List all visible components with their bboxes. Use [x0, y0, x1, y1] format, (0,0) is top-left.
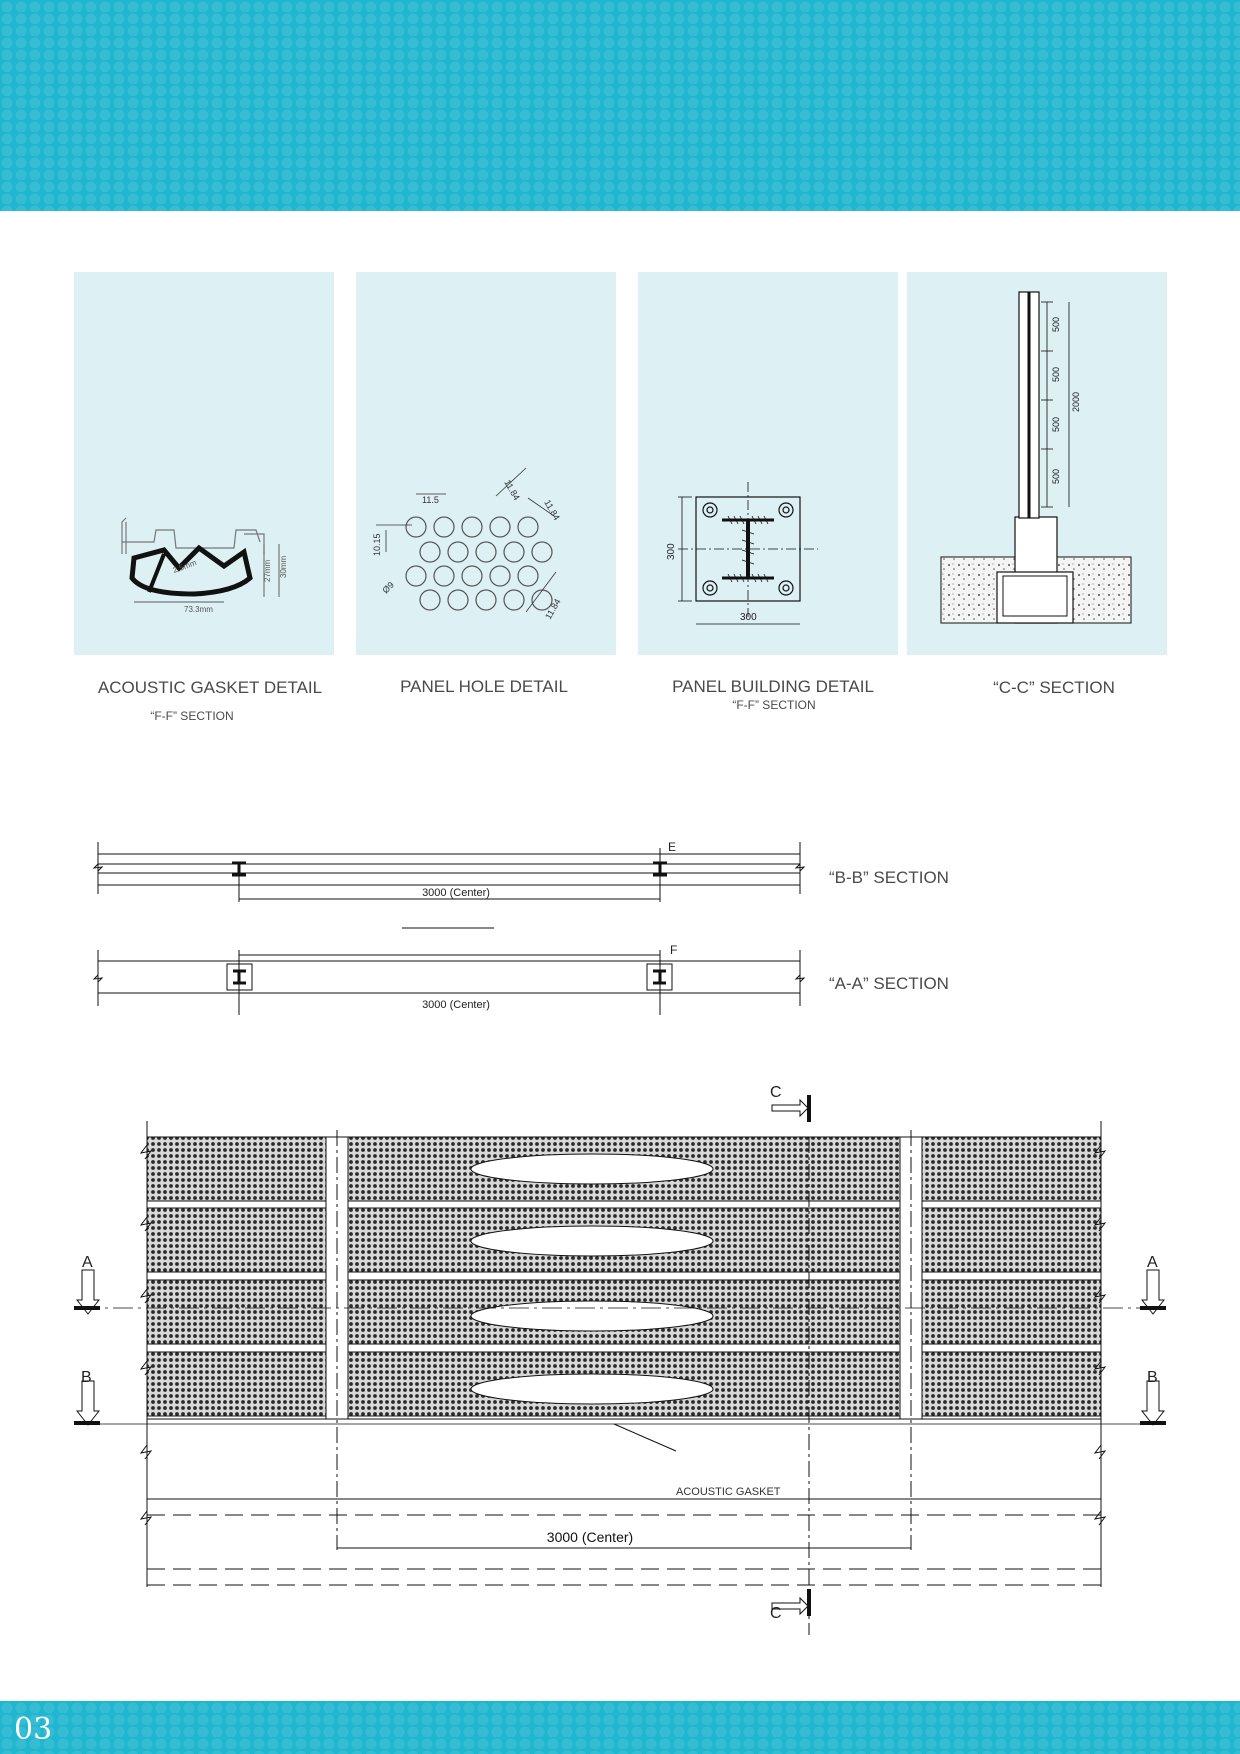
panel-hole [503, 589, 525, 611]
panel-hole-title: PANEL HOLE DETAIL [400, 677, 568, 696]
cc-dim-3: 500 [1051, 417, 1061, 432]
panel-hole [461, 565, 483, 587]
acoustic-gasket-drawing: 2.5mm 27mm 30mm 73.3mm [121, 517, 288, 614]
acoustic-gasket-subtitle: “F-F” SECTION [150, 709, 234, 723]
b-marker-left: B [81, 1369, 92, 1386]
cc-section-panel: 500 500 500 500 2000 [907, 272, 1167, 655]
panel-hole [447, 589, 469, 611]
panel-hole [405, 565, 427, 587]
elevation-drawing: C C A A B B ACOUSTIC GASKET 3000 (Center… [74, 1084, 1166, 1635]
panel-building-panel: 300 300 [638, 272, 898, 655]
acoustic-gasket-panel: 2.5mm 27mm 30mm 73.3mm [74, 272, 334, 655]
panel-hole [489, 516, 511, 538]
b-marker-right: B [1147, 1369, 1158, 1386]
hole-dim-2: 10.15 [372, 533, 382, 556]
c-marker-top: C [770, 1084, 782, 1101]
panel-hole [475, 541, 497, 563]
panel-building-drawing: 300 300 [666, 482, 818, 625]
bb-marker: E [668, 840, 676, 854]
panel-hole [433, 516, 455, 538]
a-marker-right: A [1147, 1254, 1158, 1271]
panel-hole [405, 516, 427, 538]
header-band [0, 0, 1240, 211]
cc-section-title: “C-C” SECTION [993, 678, 1115, 697]
sections-drawing: E 3000 (Center) F 3000 (Center) [92, 840, 806, 1015]
cc-section-drawing: 500 500 500 500 2000 [940, 291, 1132, 624]
footer-band [0, 1701, 1240, 1754]
hole-dim-3: 11.84 [502, 478, 522, 502]
acoustic-gasket-label: ACOUSTIC GASKET [676, 1486, 781, 1498]
elevation-dimension: 3000 (Center) [547, 1529, 633, 1545]
building-dim-1: 300 [666, 543, 677, 560]
gasket-dim-2: 27mm [263, 559, 272, 582]
hole-dim-6: 11.84 [543, 597, 563, 621]
cc-dim-5: 2000 [1071, 392, 1081, 412]
panel-hole [503, 541, 525, 563]
panel-hole [433, 565, 455, 587]
bb-dimension: 3000 (Center) [422, 887, 490, 899]
panel-building-title: PANEL BUILDING DETAIL [672, 677, 874, 696]
panel-hole [517, 516, 539, 538]
aa-marker: F [670, 943, 677, 957]
aa-dimension: 3000 (Center) [422, 999, 490, 1011]
gasket-dim-4: 73.3mm [184, 605, 213, 614]
page-number: 03 [14, 1712, 53, 1747]
panel-hole [461, 516, 483, 538]
panel-hole [419, 541, 441, 563]
hole-dim-1: 11.5 [422, 495, 439, 505]
panel-hole [517, 565, 539, 587]
panel-hole [447, 541, 469, 563]
panel-hole [489, 565, 511, 587]
cc-dim-2: 500 [1051, 367, 1061, 382]
acoustic-gasket-title: ACOUSTIC GASKET DETAIL [97, 678, 323, 697]
panel-hole-drawing: 11.5 10.15 11.84 11.84 Ø9 11.84 [372, 467, 563, 621]
panel-hole [531, 541, 553, 563]
a-marker-left: A [82, 1254, 93, 1271]
panel-hole [475, 589, 497, 611]
hole-dim-5: Ø9 [380, 580, 396, 596]
panel-hole-panel: 11.5 10.15 11.84 11.84 Ø9 11.84 [356, 272, 616, 655]
c-marker-bottom: C [770, 1605, 782, 1622]
bb-section-label: “B-B” SECTION [829, 868, 949, 887]
cc-dim-1: 500 [1051, 317, 1061, 332]
panel-hole [419, 589, 441, 611]
gasket-dim-3: 30mm [279, 555, 288, 578]
cc-dim-4: 500 [1051, 469, 1061, 484]
building-dim-2: 300 [740, 612, 757, 623]
aa-section-label: “A-A” SECTION [829, 974, 949, 993]
panel-building-subtitle: “F-F” SECTION [732, 698, 816, 712]
